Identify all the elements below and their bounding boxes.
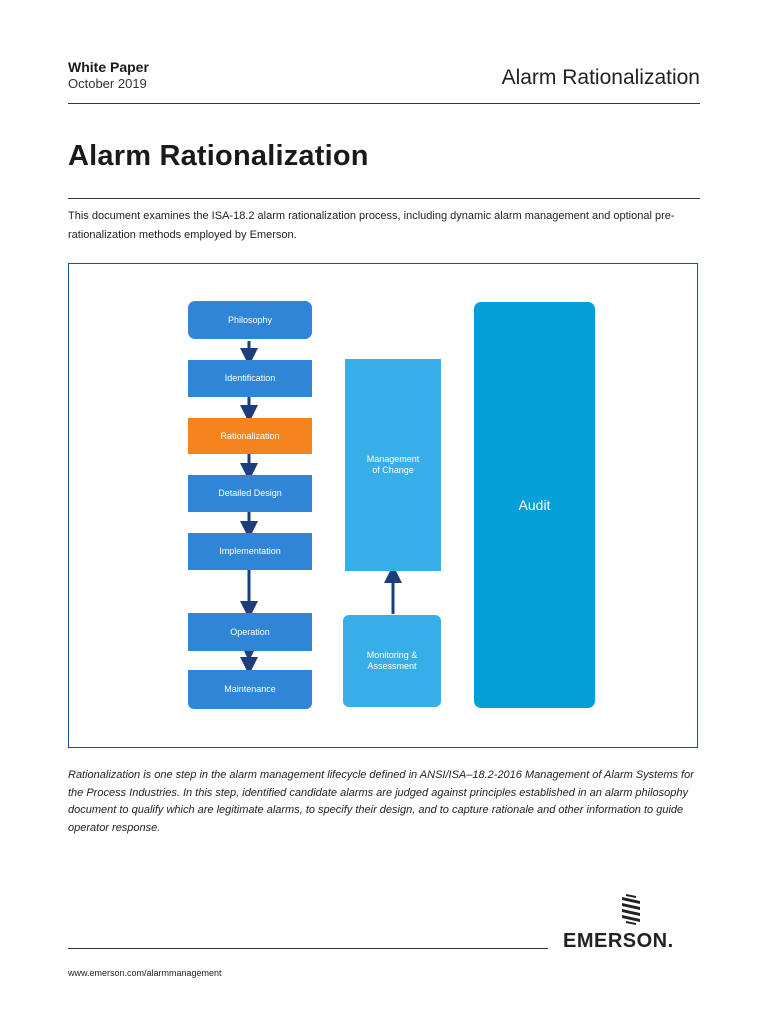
emerson-logo-wordmark: EMERSON.	[563, 930, 674, 952]
monitoring-assessment-box: Monitoring & Assessment	[343, 615, 441, 707]
document-type-label: White Paper	[68, 59, 149, 75]
footer-url: www.emerson.com/alarmmanagement	[68, 968, 222, 978]
diagram-arrows	[240, 341, 402, 675]
monitoring-label-line1: Monitoring &	[366, 650, 418, 660]
page-title: Alarm Rationalization	[68, 140, 369, 172]
step-identification: Identification	[188, 360, 312, 397]
lifecycle-diagram: Philosophy Identification Rationalizatio…	[68, 263, 698, 748]
document-date: October 2019	[68, 76, 147, 91]
step-implementation: Implementation	[188, 533, 312, 570]
title-divider	[68, 198, 700, 199]
step-philosophy: Philosophy	[188, 301, 312, 339]
header-title: Alarm Rationalization	[501, 66, 700, 89]
header-divider	[68, 103, 700, 104]
moc-label-line2: of Change	[372, 465, 414, 475]
figure-caption: Rationalization is one step in the alarm…	[68, 769, 694, 834]
step-maintenance: Maintenance	[188, 670, 312, 709]
audit-box: Audit	[474, 302, 595, 708]
footer-divider	[68, 948, 548, 949]
management-of-change-box: Management of Change	[345, 359, 441, 571]
monitoring-label-line2: Assessment	[367, 661, 417, 671]
intro-paragraph: This document examines the ISA-18.2 alar…	[68, 210, 675, 241]
step-operation: Operation	[188, 613, 312, 651]
step-rationalization: Rationalization	[188, 418, 312, 454]
moc-label-line1: Management	[366, 454, 420, 464]
emerson-logo-icon	[622, 894, 640, 925]
step-detailed-design: Detailed Design	[188, 475, 312, 512]
